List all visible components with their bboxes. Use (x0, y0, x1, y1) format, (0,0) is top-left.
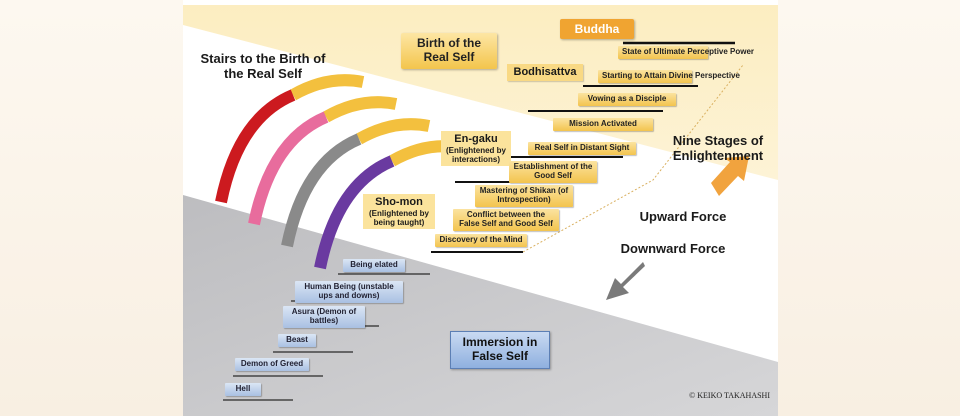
stairs-title: Stairs to the Birth of the Real Self (200, 51, 326, 81)
upward-arrow-icon (711, 156, 749, 196)
engaku-subtitle: (Enlightened by interactions) (446, 145, 506, 164)
birth-of-real-self-label: Birth of the Real Self (401, 33, 497, 69)
stairs-arches (215, 74, 464, 270)
upper-step-8: Conflict between the False Self and Good… (453, 209, 559, 231)
buddha-label: Buddha (560, 19, 634, 39)
engaku-label: En-gaku (Enlightened by interactions) (441, 131, 511, 167)
shomon-title: Sho-mon (375, 196, 423, 208)
upper-step-3: Vowing as a Disciple (578, 93, 676, 106)
arch-crest-gray (356, 118, 431, 145)
enlightenment-diagram: Stairs to the Birth of the Real Self Bir… (183, 0, 778, 416)
upper-step-5: Real Self in Distant Sight (528, 142, 636, 155)
upper-step-4: Mission Activated (553, 118, 653, 131)
lower-step-asura: Asura (Demon of battles) (283, 306, 365, 328)
upper-step-7: Mastering of Shikan (of Introspection) (475, 185, 573, 207)
arch-band-purple (314, 155, 395, 270)
arch-band-pink (248, 111, 329, 226)
copyright: © KEIKO TAKAHASHI (689, 391, 770, 400)
engaku-title: En-gaku (454, 133, 498, 145)
upper-step-1: State of Ultimate Perceptive Power (618, 46, 754, 59)
arch-band-red (215, 89, 296, 204)
upward-force-label: Upward Force (639, 209, 727, 224)
immersion-label: Immersion in False Self (450, 331, 550, 369)
left-margin (0, 0, 183, 416)
lower-region (183, 195, 778, 416)
lower-step-beast: Beast (278, 334, 316, 347)
upper-step-2: Starting to Attain Divine Perspective (598, 70, 740, 83)
upper-step-6: Establishment of the Good Self (509, 161, 597, 183)
arch-crest-pink (323, 96, 398, 123)
diagram-canvas (183, 0, 778, 416)
dotted-guide (522, 64, 744, 253)
arch-band-gray (281, 133, 362, 248)
lower-step-demon-of-greed: Demon of Greed (235, 358, 309, 371)
shomon-label: Sho-mon (Enlightened by being taught) (363, 194, 435, 230)
shomon-subtitle: (Enlightened by being taught) (369, 208, 429, 227)
upper-step-9: Discovery of the Mind (435, 234, 527, 247)
right-margin (778, 0, 960, 416)
upper-region (183, 0, 778, 180)
downward-force-label: Downward Force (620, 241, 726, 256)
arch-crest-red (290, 74, 365, 101)
downward-arrow-icon (606, 262, 645, 300)
lower-step-hell: Hell (225, 383, 261, 396)
nine-stages-label: Nine Stages of Enlightenment (672, 133, 764, 163)
lower-step-being-elated: Being elated (343, 259, 405, 272)
lower-step-human-being: Human Being (unstable ups and downs) (295, 281, 403, 303)
bodhisattva-label: Bodhisattva (507, 64, 583, 81)
